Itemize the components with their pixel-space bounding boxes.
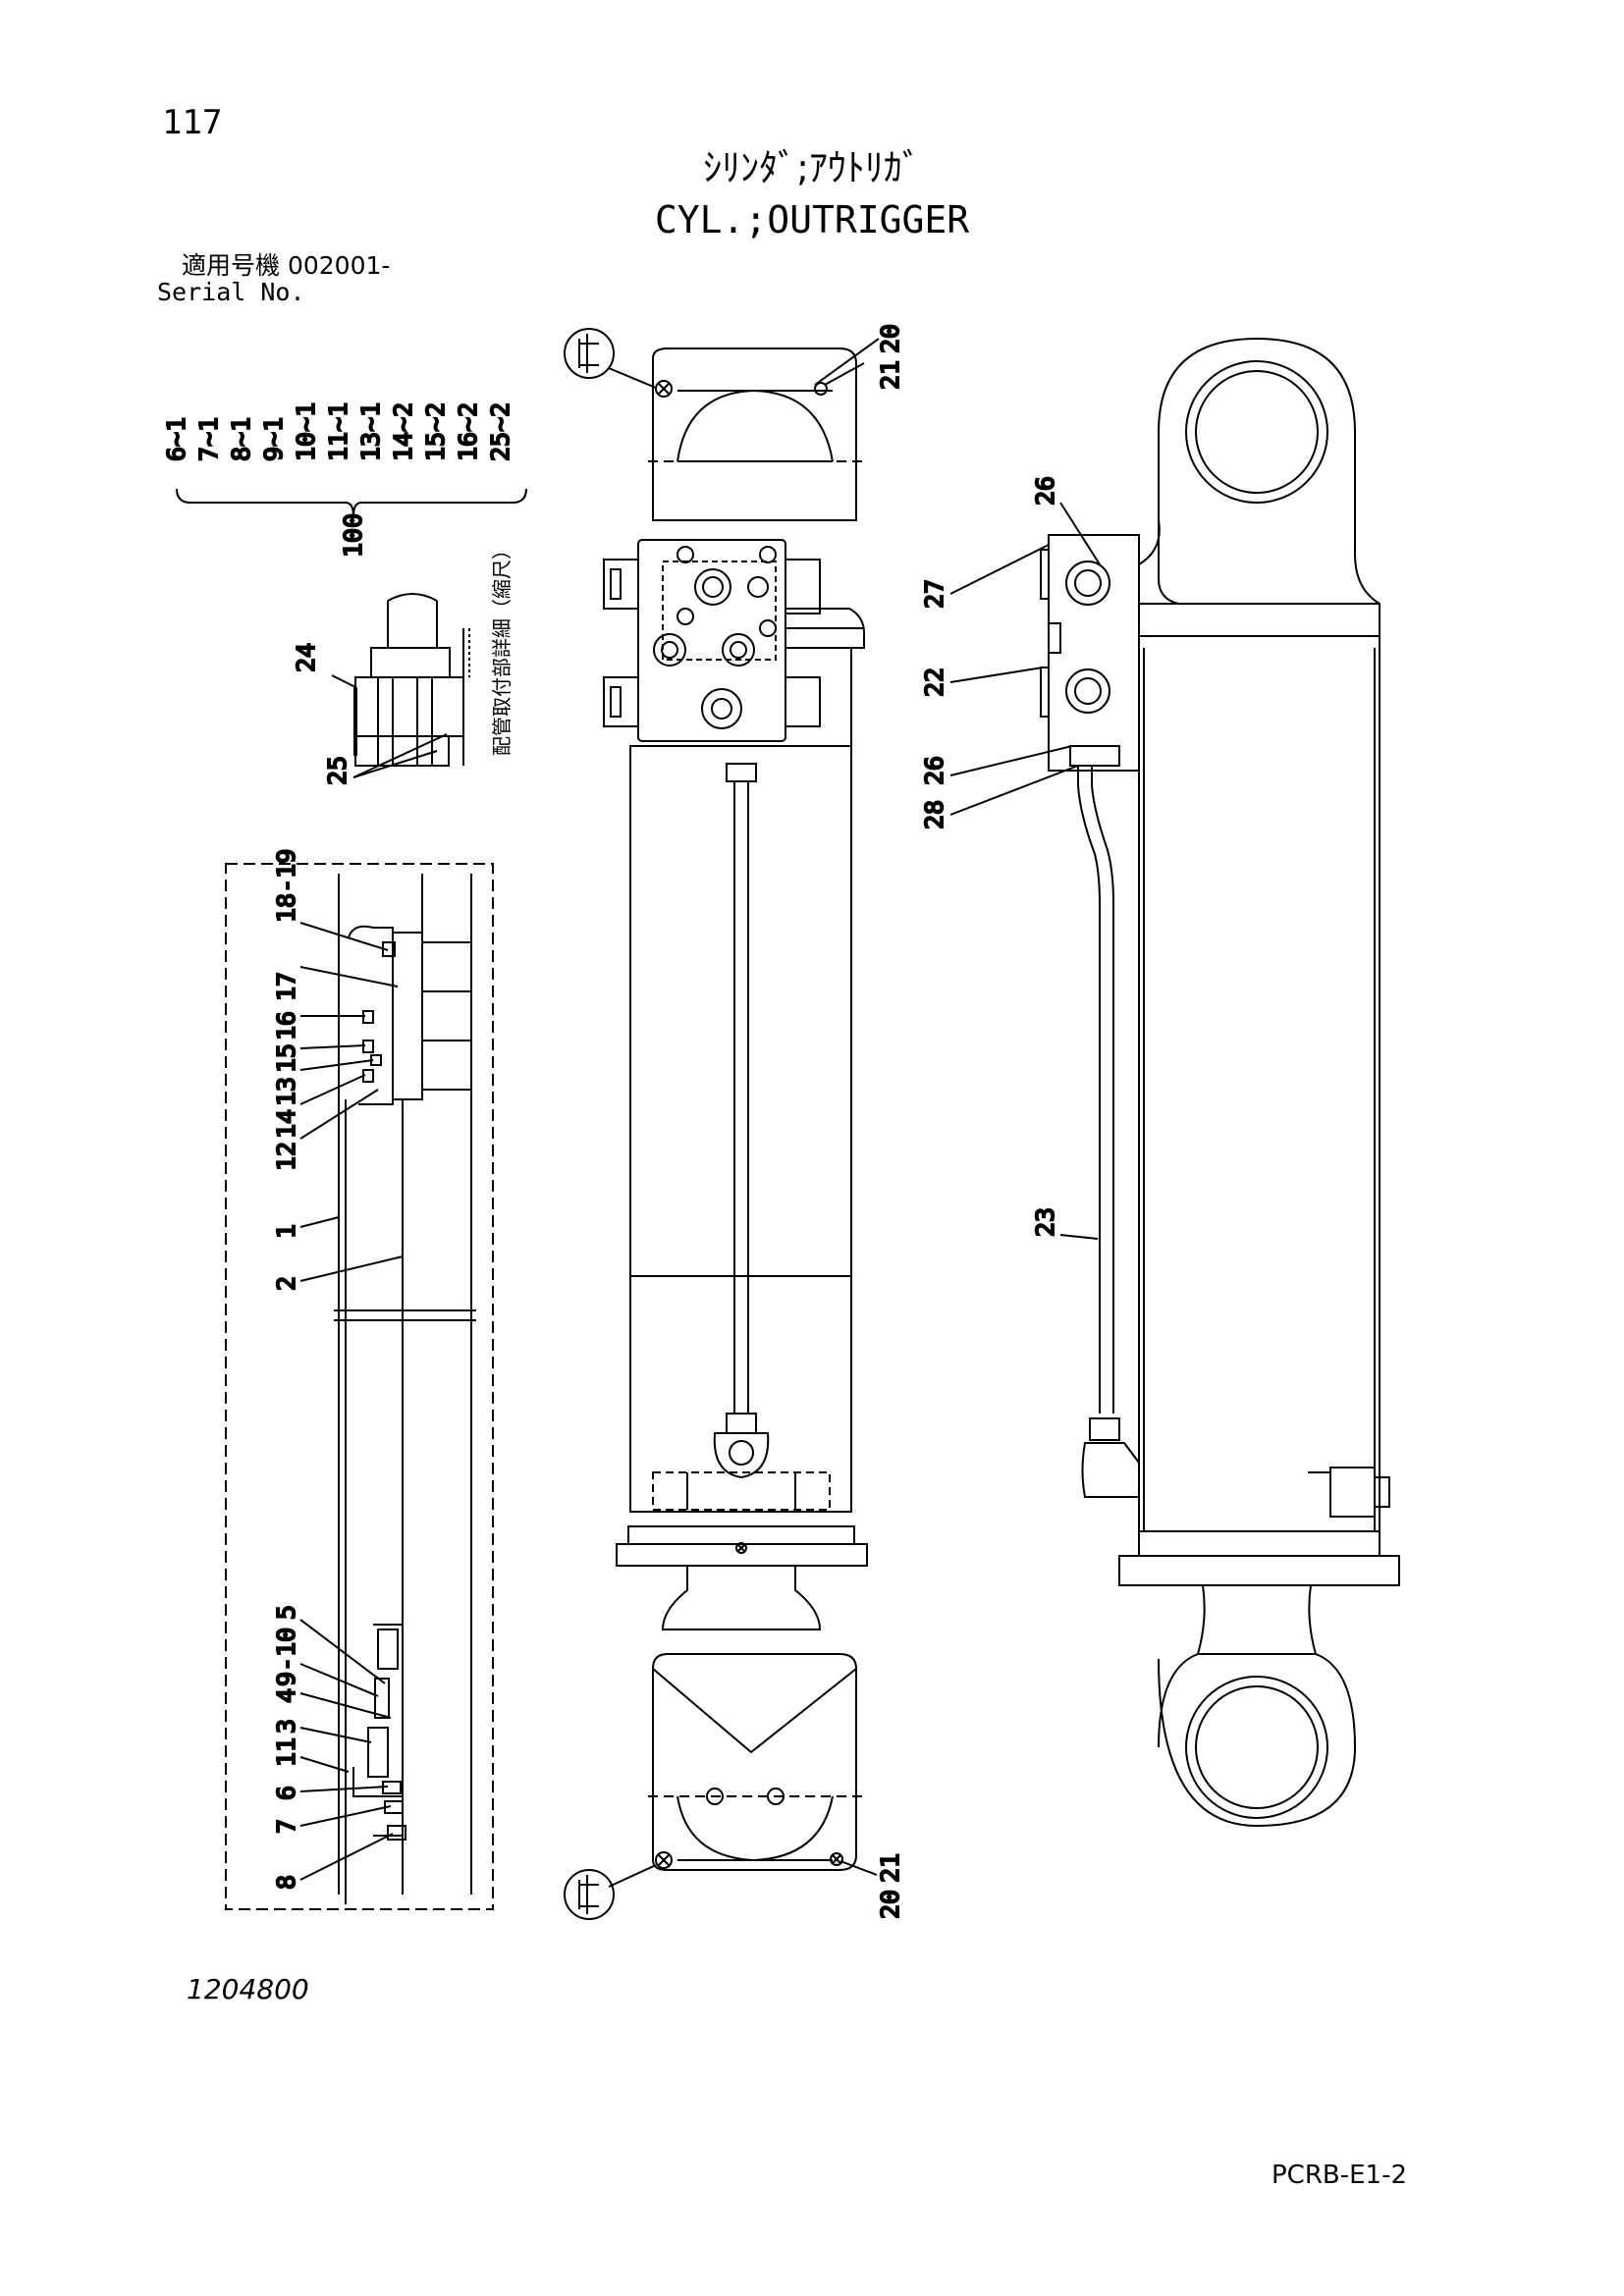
page-number: 117 xyxy=(162,103,223,142)
leader-25a xyxy=(352,733,448,778)
leader-25b xyxy=(352,750,438,778)
callout-top-21: 21 xyxy=(876,360,904,390)
kit-item: 8~1 xyxy=(227,417,255,461)
leader-right-26-top xyxy=(1059,502,1101,565)
callout-top-20: 20 xyxy=(876,324,904,353)
callout-bottom-21: 21 xyxy=(876,1853,904,1883)
callout-27: 27 xyxy=(920,579,948,609)
document-code: PCRB-E1-2 xyxy=(1272,2161,1408,2190)
kit-item: 15~2 xyxy=(421,402,450,461)
kit-item: 25~2 xyxy=(486,402,514,461)
piping-detail-view xyxy=(353,593,470,767)
callout-bottom-20: 20 xyxy=(876,1890,904,1919)
callout-right-26-top: 26 xyxy=(1031,476,1059,506)
drawing-number: 1204800 xyxy=(187,1973,309,2005)
kit-item: 13~1 xyxy=(356,402,385,461)
callout-2: 2 xyxy=(272,1276,300,1291)
kit-item-list: 6~1 7~1 8~1 9~1 10~1 11~1 13~1 14~2 15~2… xyxy=(161,401,515,462)
callout-right-26-bottom: 26 xyxy=(920,756,948,785)
callout-6: 6 xyxy=(272,1786,300,1800)
callout-1: 1 xyxy=(272,1224,300,1239)
kit-item: 10~1 xyxy=(292,402,320,461)
callout-13: 13 xyxy=(272,1077,300,1106)
serial-label-english: Serial No. xyxy=(157,278,305,306)
callout-24: 24 xyxy=(292,643,320,672)
title-japanese: ｼﾘﾝﾀﾞ;ｱｳﾄﾘｶﾞ xyxy=(703,146,921,189)
callout-14: 14 xyxy=(272,1109,300,1139)
title-english: CYL.;OUTRIGGER xyxy=(654,198,970,241)
callout-4: 4 xyxy=(272,1688,300,1703)
kit-item: 7~1 xyxy=(194,417,223,461)
serial-label-japanese: 適用号機 002001- xyxy=(182,251,391,280)
leader-top-20 xyxy=(814,338,880,386)
callout-5: 5 xyxy=(272,1605,300,1620)
leader-28 xyxy=(949,765,1079,816)
cylinder-front-view xyxy=(564,328,868,1920)
callout-25: 25 xyxy=(323,756,352,785)
callout-3: 3 xyxy=(272,1719,300,1734)
callout-8: 8 xyxy=(272,1875,300,1890)
callout-16: 16 xyxy=(272,1011,300,1041)
section-view-frame xyxy=(225,863,494,1910)
callout-18-19: 18-19 xyxy=(272,849,300,923)
leader-24 xyxy=(331,674,356,688)
kit-item: 11~1 xyxy=(324,402,352,461)
kit-brace xyxy=(176,488,527,517)
callout-23: 23 xyxy=(1031,1207,1059,1237)
leader-23 xyxy=(1059,1234,1099,1240)
kit-item: 6~1 xyxy=(162,417,190,461)
callout-7: 7 xyxy=(272,1819,300,1834)
kit-item: 9~1 xyxy=(259,417,288,461)
callout-22: 22 xyxy=(920,667,948,697)
detail-note: 配管取付部詳細（縮尺） xyxy=(490,540,514,756)
callout-28: 28 xyxy=(920,800,948,829)
callout-17: 17 xyxy=(272,972,300,1001)
section-view xyxy=(334,874,476,1904)
cylinder-side-view xyxy=(1040,337,1400,1828)
leader-27 xyxy=(949,544,1050,595)
kit-item: 14~2 xyxy=(389,402,417,461)
callout-12: 12 xyxy=(272,1142,300,1171)
callout-11: 11 xyxy=(272,1737,300,1767)
section-leaders xyxy=(299,922,404,1881)
kit-group-number: 100 xyxy=(339,513,367,558)
leader-right-26-bottom xyxy=(949,745,1073,776)
leader-bottom-21 xyxy=(839,1860,878,1876)
leader-22 xyxy=(949,667,1044,683)
kit-item: 16~2 xyxy=(454,402,482,461)
callout-15: 15 xyxy=(272,1043,300,1073)
callout-9-10: 9-10 xyxy=(272,1628,300,1686)
